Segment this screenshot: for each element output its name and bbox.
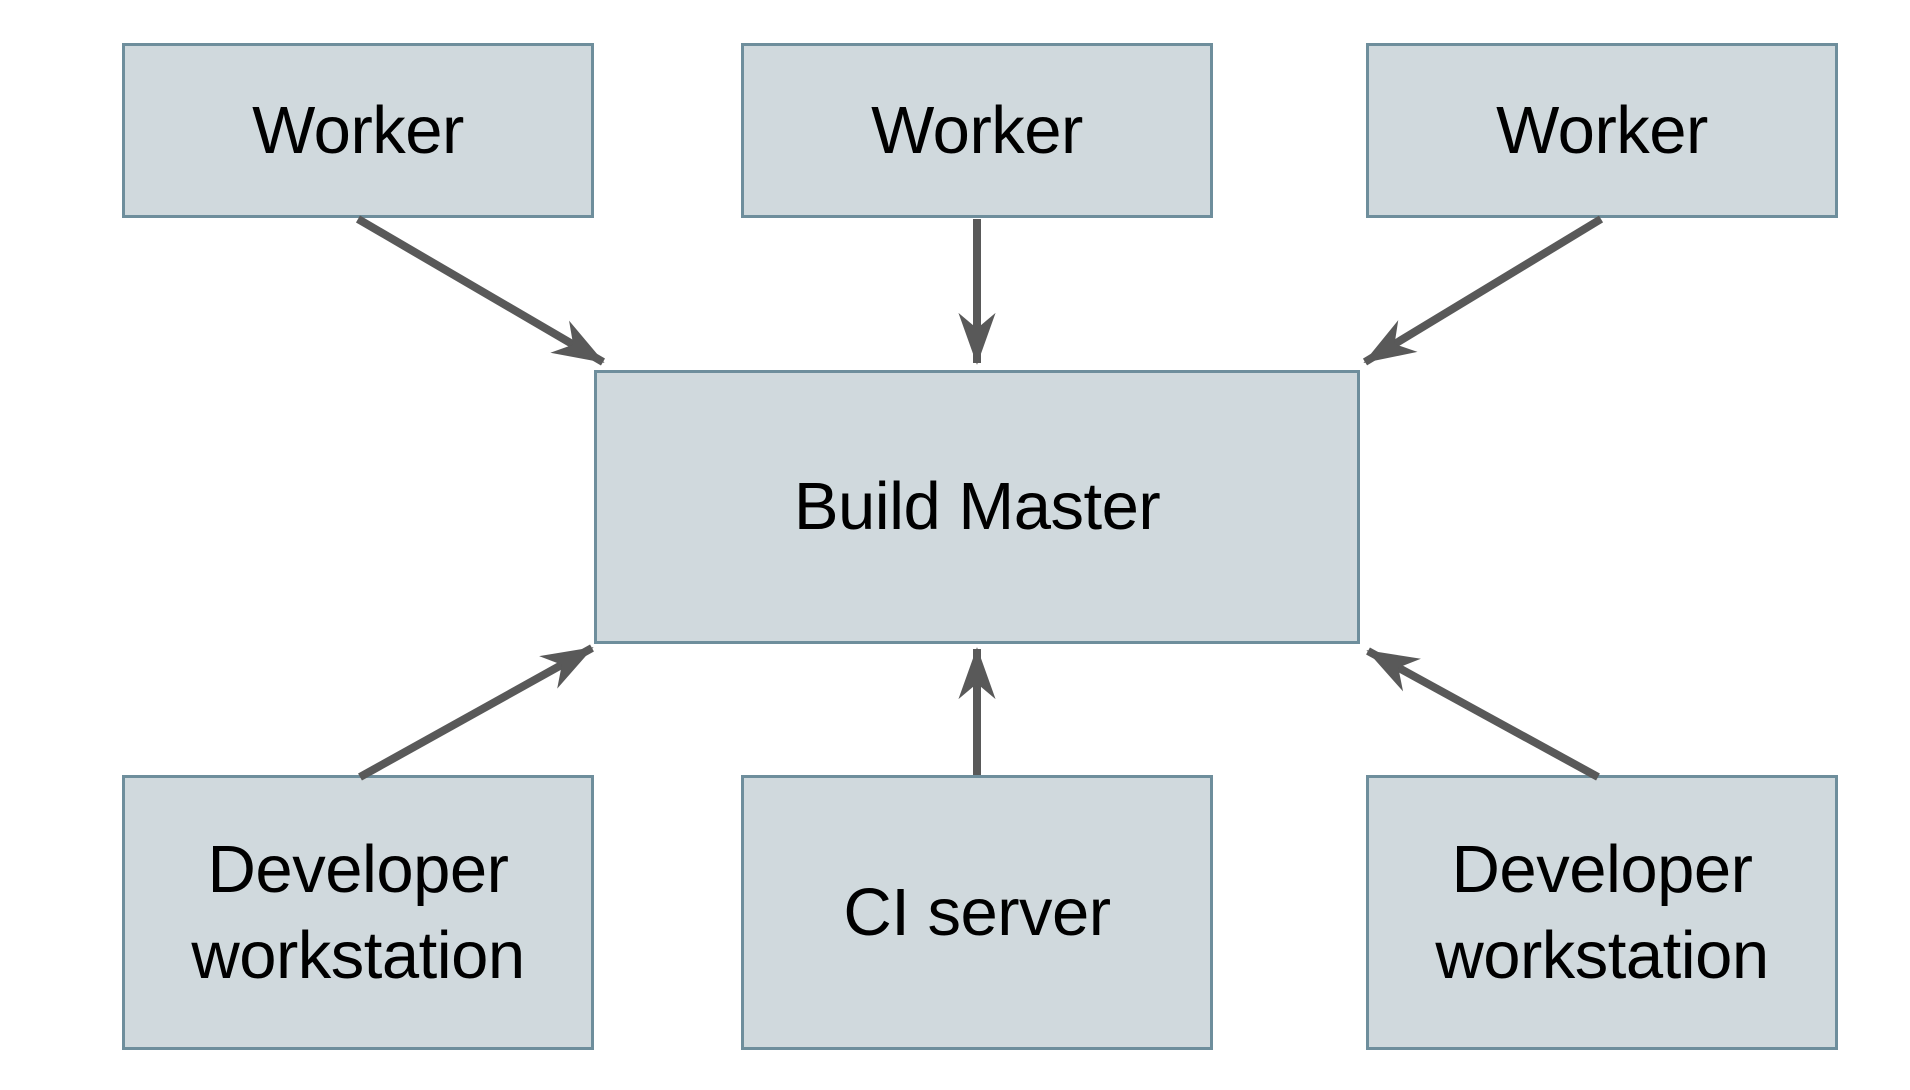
arrow-worker-1-to-build-master (355, 215, 606, 366)
arrow-worker-3-to-build-master (1362, 215, 1604, 366)
node-worker-2: Worker (741, 43, 1213, 218)
node-ci-server: CI server (741, 775, 1213, 1050)
node-developer-workstation-left-label: Developer workstation (191, 831, 525, 993)
node-worker-2-label: Worker (871, 92, 1083, 168)
arrow-developer-workstation-left-to-build-master (358, 644, 594, 781)
arrow-developer-workstation-right-to-build-master (1366, 647, 1600, 781)
node-worker-1-label: Worker (252, 92, 464, 168)
node-developer-workstation-right-label: Developer workstation (1435, 831, 1769, 993)
node-developer-workstation-right: Developer workstation (1366, 775, 1838, 1050)
node-worker-3: Worker (1366, 43, 1838, 218)
node-build-master: Build Master (594, 370, 1360, 644)
node-worker-1: Worker (122, 43, 594, 218)
node-ci-server-label: CI server (843, 874, 1111, 950)
node-worker-3-label: Worker (1496, 92, 1708, 168)
node-build-master-label: Build Master (793, 469, 1161, 545)
node-developer-workstation-left: Developer workstation (122, 775, 594, 1050)
